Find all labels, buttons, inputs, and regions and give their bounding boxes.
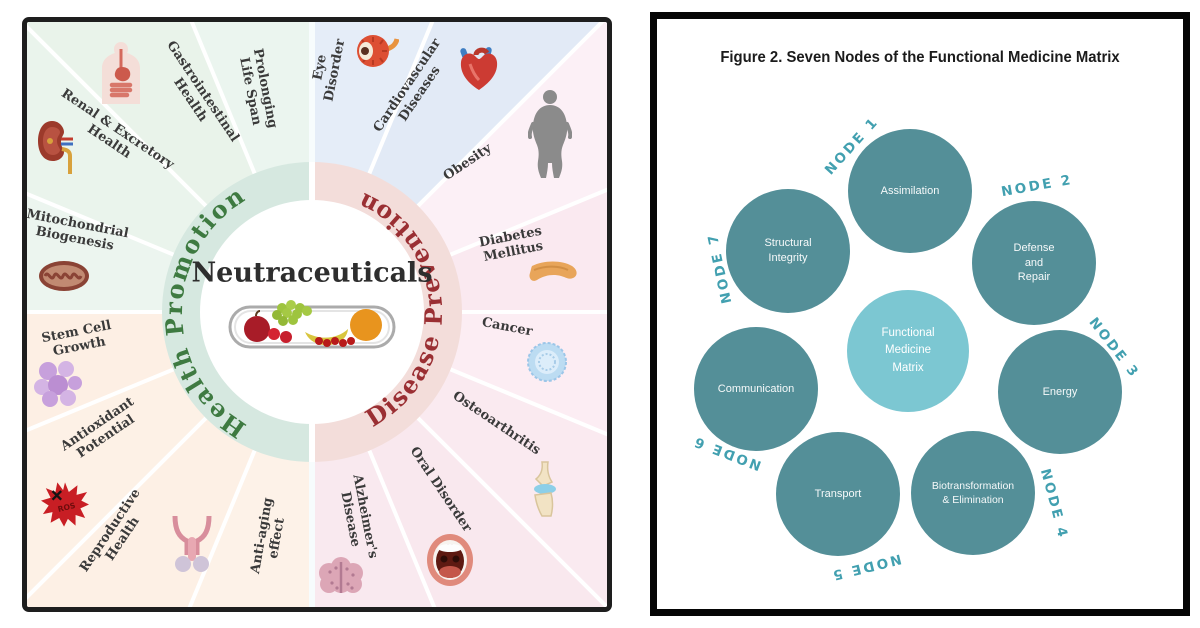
svg-text:ROS: ROS (57, 501, 77, 514)
stem-cell-icon (34, 361, 82, 407)
figure-title: Figure 2. Seven Nodes of the Functional … (720, 49, 1120, 66)
mouth-icon (427, 534, 473, 586)
orange-icon (350, 309, 382, 341)
brain-icon (319, 557, 363, 593)
node-circle-energy: Energy (998, 330, 1122, 454)
kidney-icon (38, 121, 73, 174)
node-label: Assimilation (880, 184, 940, 197)
knee-joint-icon (534, 461, 556, 517)
nutraceuticals-wheel-figure: Health Promotion Disease Prevention Neut… (22, 17, 612, 612)
node-circle-defense-and-repair: Defense and Repair (972, 201, 1096, 325)
center-circle-functional-medicine-matrix: Functional Medicine Matrix (847, 290, 969, 412)
node-label: Defense and Repair (1013, 241, 1055, 284)
strawberry-icon (268, 328, 280, 340)
node-label: Transport (814, 487, 862, 500)
ros-burst-icon: ROS (41, 482, 89, 527)
functional-medicine-matrix-figure: Figure 2. Seven Nodes of the Functional … (650, 12, 1190, 616)
center-title: Neutraceuticals (191, 257, 433, 289)
node-circle-transport: Transport (776, 432, 900, 556)
node-label: Biotransformation & Elimination (931, 479, 1015, 506)
eye-icon (357, 35, 399, 67)
node-tag-2: NODE 2 (1000, 171, 1074, 201)
fruit-capsule-illustration (228, 300, 396, 349)
node-circle-assimilation: Assimilation (848, 129, 972, 253)
node-label: Communication (717, 382, 795, 395)
heart-icon (460, 47, 498, 90)
hub-label: Functional Medicine Matrix (881, 327, 935, 374)
berries-icon (315, 337, 355, 347)
pancreas-icon (529, 261, 577, 281)
node-circle-structural-integrity: Structural Integrity (726, 189, 850, 313)
node-tag-4: NODE 4 (1036, 467, 1072, 541)
reproductive-system-icon (172, 515, 212, 572)
node-label: Structural Integrity (764, 237, 812, 264)
grapes-icon (272, 300, 312, 326)
node-circle-communication: Communication (694, 327, 818, 451)
node-circle-biotransformation-elimination: Biotransformation & Elimination (911, 431, 1035, 555)
node-label: Energy (1042, 385, 1078, 398)
apple-icon (244, 316, 270, 342)
digestive-system-icon (102, 42, 140, 104)
cancer-cell-icon (527, 342, 567, 382)
obese-person-icon (528, 90, 572, 178)
mitochondria-icon (39, 261, 89, 291)
